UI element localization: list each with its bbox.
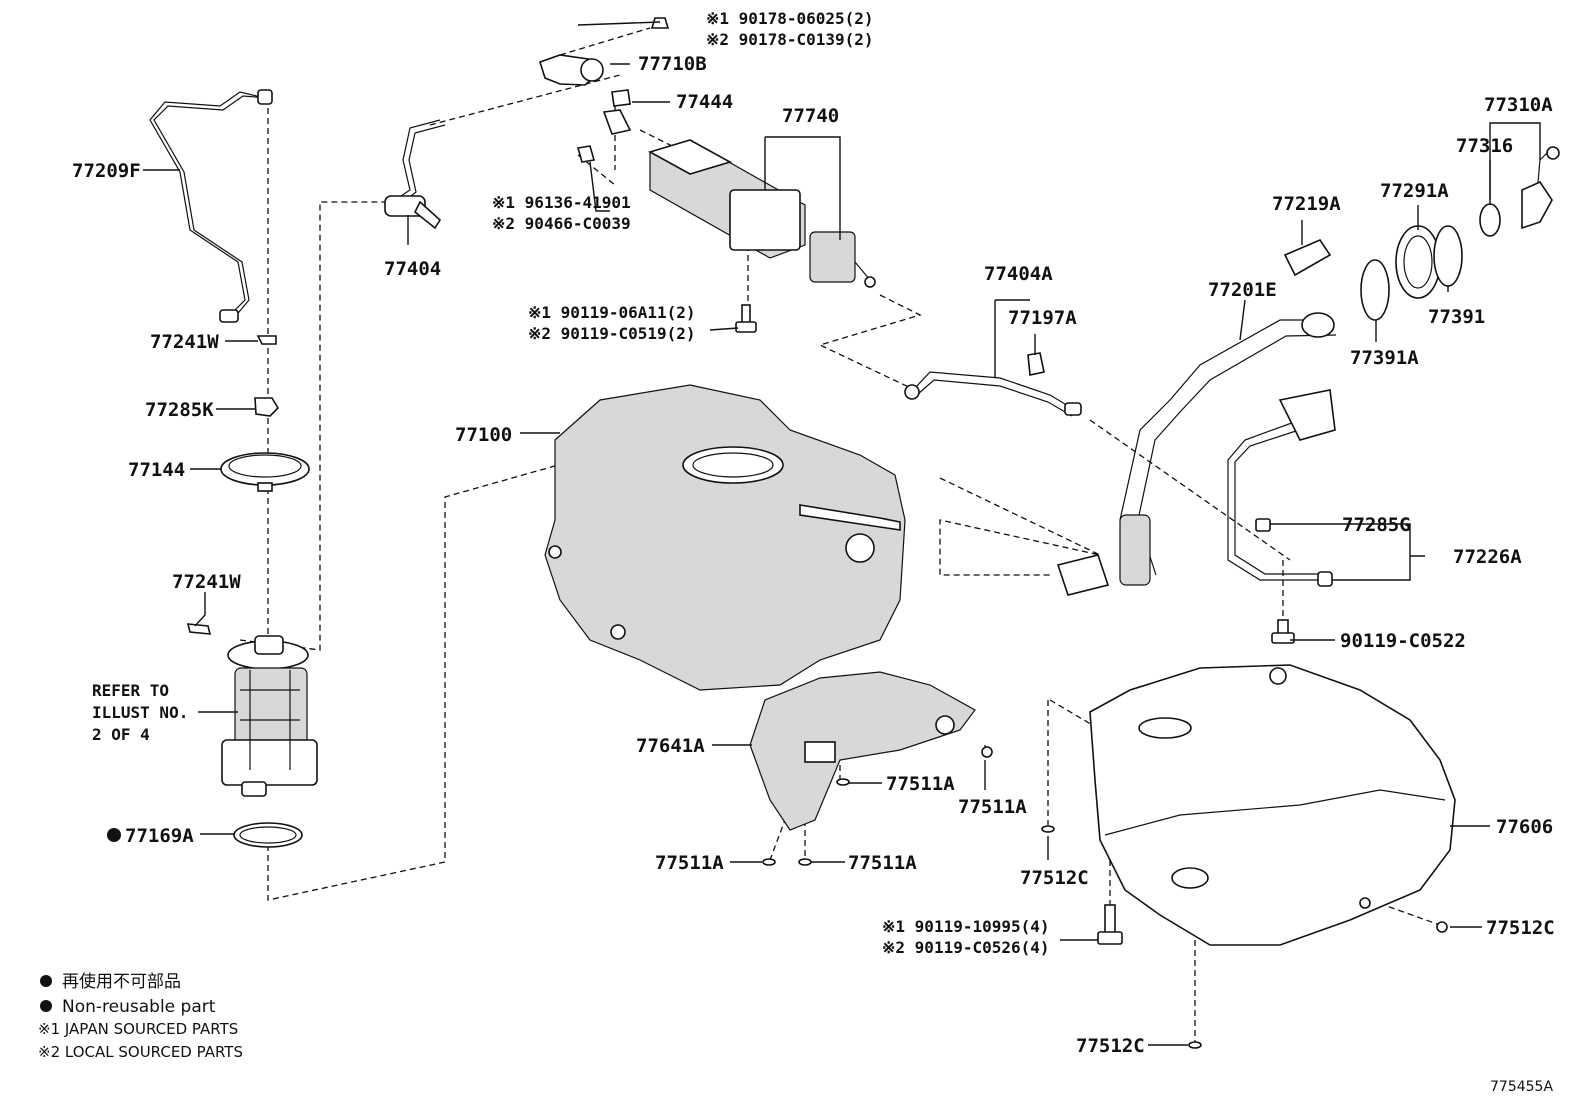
label-77219A: 77219A bbox=[1272, 193, 1341, 215]
label-77391: 77391 bbox=[1428, 306, 1485, 328]
label-77710B: 77710B bbox=[638, 53, 707, 75]
fuel-pump-assembly bbox=[221, 635, 318, 797]
callout-90119-10995-line1: ※1 90119-10995(4) bbox=[882, 917, 1050, 936]
retainer-ring-77144 bbox=[220, 452, 310, 492]
tank-protector-77641A bbox=[749, 671, 976, 831]
legend-bullet-en bbox=[40, 1000, 52, 1012]
label-77285G: 77285G bbox=[1342, 514, 1411, 536]
refer-note: REFER TO ILLUST NO. 2 OF 4 bbox=[92, 681, 188, 744]
callout-96136-line1: ※1 96136-41901 bbox=[492, 193, 631, 212]
label-77310A: 77310A bbox=[1484, 94, 1553, 116]
label-77740: 77740 bbox=[782, 105, 839, 127]
label-77606: 77606 bbox=[1496, 816, 1553, 838]
charcoal-canister-77740 bbox=[576, 139, 876, 288]
label-77226A: 77226A bbox=[1453, 546, 1522, 568]
clip-77241W-upper bbox=[256, 335, 277, 345]
tube-77226A bbox=[1227, 389, 1336, 587]
label-77391A: 77391A bbox=[1350, 347, 1419, 369]
bolt-90119-06A11 bbox=[735, 304, 757, 333]
label-77511A-b: 77511A bbox=[958, 796, 1027, 818]
label-77241W-upper: 77241W bbox=[150, 331, 219, 353]
filler-neck-parts bbox=[1360, 146, 1560, 321]
bolt-90119-10995 bbox=[1097, 904, 1123, 945]
valve-77710B bbox=[539, 17, 670, 86]
label-77169A: 77169A bbox=[125, 825, 194, 847]
leader-lines bbox=[143, 21, 1541, 1046]
refer-line-3: 2 OF 4 bbox=[92, 725, 150, 744]
connector-77444 bbox=[602, 89, 632, 135]
legend: 再使用不可部品 Non-reusable part ※1 JAPAN SOURC… bbox=[38, 971, 243, 1061]
filler-pipe-77201E bbox=[1056, 312, 1337, 596]
protector-77219A bbox=[1283, 239, 1332, 277]
callout-90119-10995-line2: ※2 90119-C0526(4) bbox=[882, 938, 1050, 957]
label-77285K: 77285K bbox=[145, 399, 214, 421]
label-77241W-lower: 77241W bbox=[172, 571, 241, 593]
legend-local-sourced: ※2 LOCAL SOURCED PARTS bbox=[38, 1043, 243, 1061]
refer-line-1: REFER TO bbox=[92, 681, 169, 700]
callout-90119-06A11-line1: ※1 90119-06A11(2) bbox=[528, 303, 696, 322]
label-77100: 77100 bbox=[455, 424, 512, 446]
part-labels: 77209F 77241W 77285K 77144 77241W 77169A… bbox=[72, 53, 1555, 1057]
label-77291A: 77291A bbox=[1380, 180, 1449, 202]
label-77209F: 77209F bbox=[72, 160, 141, 182]
hose-77404 bbox=[384, 119, 446, 230]
gasket-77169A bbox=[233, 822, 303, 848]
refer-line-2: ILLUST NO. bbox=[92, 703, 188, 722]
label-77511A-a: 77511A bbox=[886, 773, 955, 795]
callout-90119-06A11-line2: ※2 90119-C0519(2) bbox=[528, 324, 696, 343]
fuel-tank-77100 bbox=[544, 384, 906, 691]
label-90119-C0522: 90119-C0522 bbox=[1340, 630, 1466, 652]
clip-77285K bbox=[254, 397, 280, 417]
label-77144: 77144 bbox=[128, 459, 185, 481]
legend-non-reusable-jp: 再使用不可部品 bbox=[62, 971, 181, 992]
callout-96136-line2: ※2 90466-C0039 bbox=[492, 214, 631, 233]
clips-77512C bbox=[1041, 825, 1448, 1049]
label-77201E: 77201E bbox=[1208, 279, 1277, 301]
label-77511A-d: 77511A bbox=[848, 852, 917, 874]
hose-77404A bbox=[904, 352, 1082, 417]
clips-77511A bbox=[762, 746, 993, 866]
label-77512C-a: 77512C bbox=[1020, 867, 1089, 889]
label-77197A: 77197A bbox=[1008, 307, 1077, 329]
label-77316: 77316 bbox=[1456, 135, 1513, 157]
illustration-code: 775455A bbox=[1490, 1079, 1553, 1095]
legend-bullet-jp bbox=[40, 975, 52, 987]
label-77404A: 77404A bbox=[984, 263, 1053, 285]
legend-non-reusable-en: Non-reusable part bbox=[62, 997, 216, 1017]
clip-77241W-lower bbox=[186, 623, 212, 635]
callout-notes: ※1 90178-06025(2) ※2 90178-C0139(2) ※1 9… bbox=[492, 9, 1050, 957]
label-77444: 77444 bbox=[676, 91, 733, 113]
non-reusable-marker bbox=[107, 828, 121, 842]
label-77404: 77404 bbox=[384, 258, 441, 280]
label-77512C-b: 77512C bbox=[1486, 917, 1555, 939]
tank-protector-77606 bbox=[1089, 664, 1456, 946]
label-77512C-c: 77512C bbox=[1076, 1035, 1145, 1057]
bolt-90119-C0522 bbox=[1271, 619, 1295, 644]
legend-japan-sourced: ※1 JAPAN SOURCED PARTS bbox=[38, 1020, 238, 1038]
label-77511A-c: 77511A bbox=[655, 852, 724, 874]
callout-90178-line2: ※2 90178-C0139(2) bbox=[706, 30, 874, 49]
label-77641A: 77641A bbox=[636, 735, 705, 757]
callout-90178-line1: ※1 90178-06025(2) bbox=[706, 9, 874, 28]
fuel-tube-77209F bbox=[149, 89, 273, 323]
